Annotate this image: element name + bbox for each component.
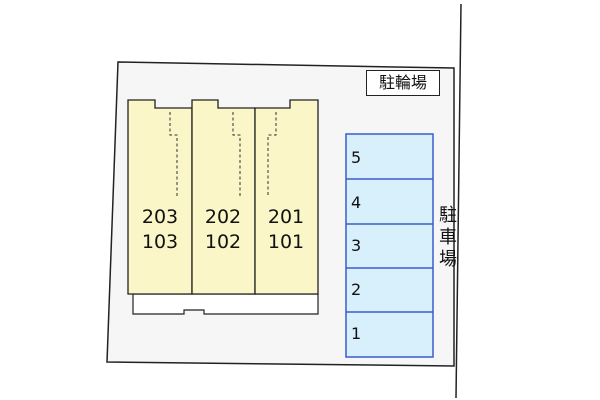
- parking-slot-number: 5: [351, 148, 362, 167]
- dashed-wall-3: [267, 112, 277, 196]
- dashed-wall-2: [232, 112, 241, 196]
- unit-203-103: [127, 99, 193, 295]
- unit-number-lower: 103: [141, 231, 179, 253]
- dashed-wall-1: [169, 112, 178, 196]
- car-parking-label-char: 駐: [439, 205, 457, 226]
- car-parking-label: 駐 車 場: [437, 205, 459, 271]
- bicycle-parking-label: 駐輪場: [366, 70, 440, 96]
- unit-202-102: [191, 99, 256, 295]
- parking-outline: [345, 133, 434, 358]
- unit-number-lower: 102: [204, 231, 242, 253]
- car-parking-label-char: 場: [439, 249, 457, 270]
- parking-slot-number: 2: [351, 280, 362, 299]
- balcony-strip: [132, 293, 319, 315]
- unit-number-upper: 203: [141, 206, 179, 228]
- parking-slot-number: 3: [351, 236, 362, 255]
- car-parking-label-char: 車: [439, 227, 457, 248]
- unit-number-upper: 201: [267, 206, 305, 228]
- unit-number-lower: 101: [267, 231, 305, 253]
- unit-number-upper: 202: [204, 206, 242, 228]
- building-block: [127, 99, 319, 295]
- parking-slot-number: 1: [351, 324, 362, 343]
- unit-201-101: [254, 99, 319, 295]
- parking-area: [345, 133, 434, 358]
- parking-slot-number: 4: [351, 193, 362, 212]
- road-line: [455, 3, 462, 399]
